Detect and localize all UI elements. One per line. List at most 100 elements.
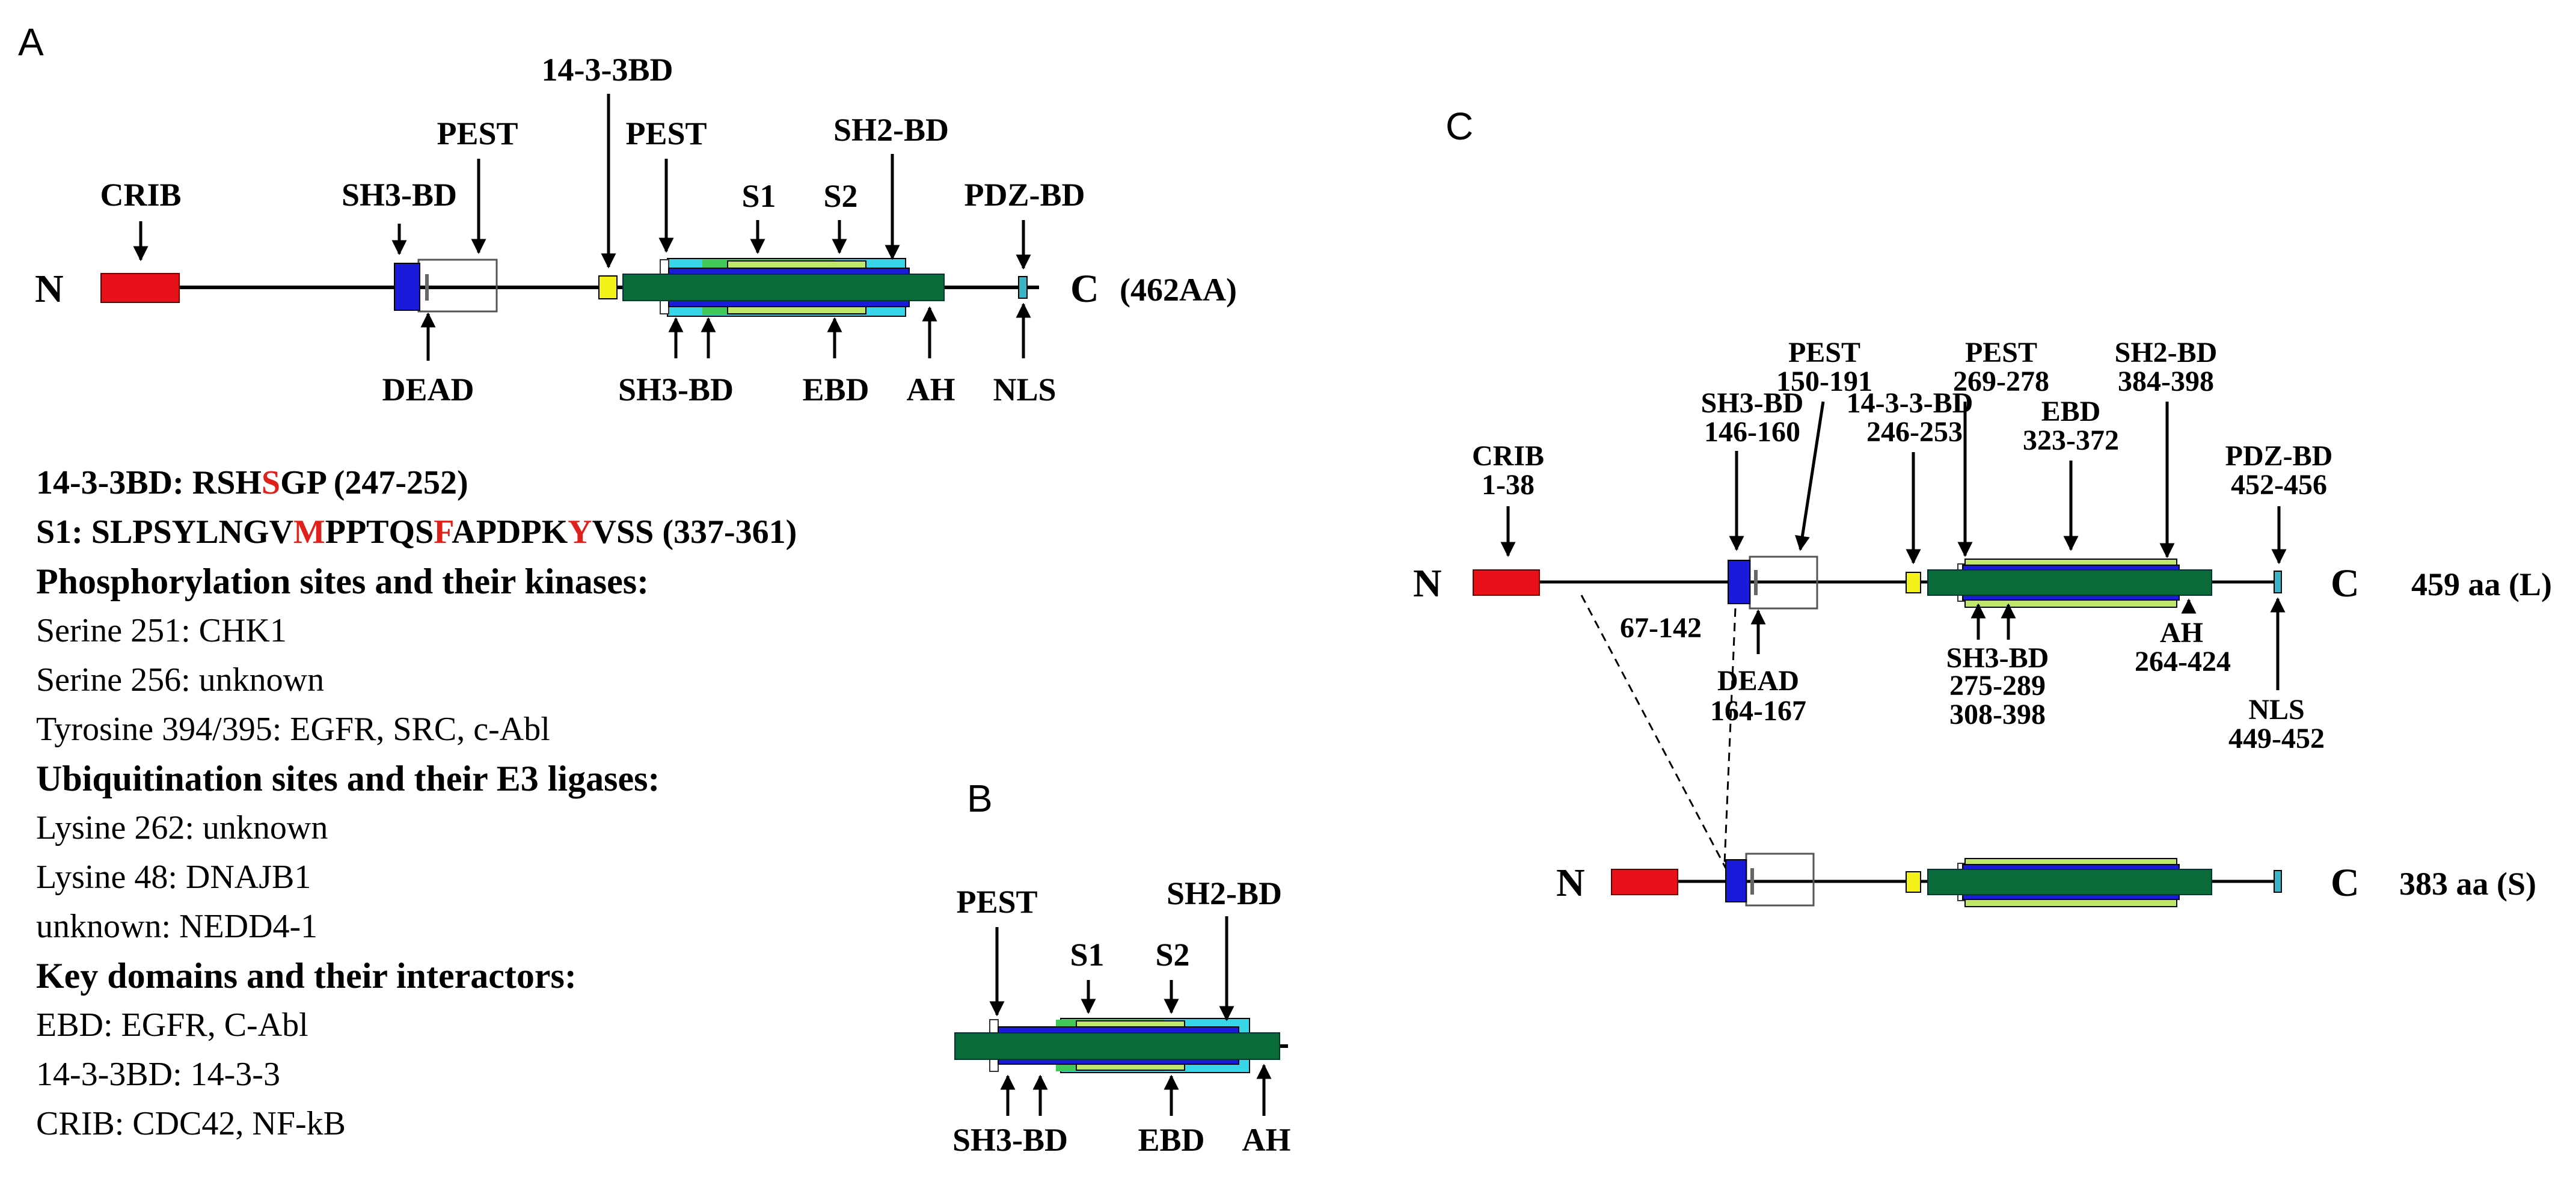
panel-c-label-dead-range: 164-167 [1710,695,1806,727]
panel-a-sh3bd-domain [394,263,420,311]
panel-c-label-sh2bd: SH2-BD [2115,337,2218,369]
panel-a-c-terminus: C [1070,267,1099,311]
panel-b-label-ah: AH [1242,1122,1291,1158]
panel-b: B PEST S1 S2 SH2-BD SH3-BD EBD AH [952,777,1291,1158]
panel-a-14-3-3bd-domain [598,275,618,299]
panel-a-label-ebd: EBD [802,372,869,408]
panel-a: A N C (462AA) CRIB SH3-BD PEST 14-3-3BD … [18,20,1237,408]
phosphorylation-item: Serine 251: CHK1 [36,612,287,649]
sequence-s1-part-2: PPTQS [325,513,434,551]
panel-c-short-crib-domain [1611,869,1678,895]
sequence-s1-part-4: VSS (337-361) [592,513,797,551]
panel-a-label-pest2: PEST [625,115,707,152]
panel-c-deletion-line-1 [1580,595,1727,869]
panel-c-long-c-terminus: C [2331,562,2360,605]
panel-a-label-ah: AH [907,372,955,408]
panel-a-label-dead: DEAD [382,372,474,408]
panel-c-long-n-terminus: N [1413,562,1442,605]
panel-b-label-pest: PEST [956,884,1037,920]
sequence-14-3-3bd-label: 14-3-3BD: [36,464,192,501]
sequence-14-3-3bd-part-2: GP (247-252) [280,464,468,501]
panel-c-label-nls-range: 449-452 [2228,723,2325,755]
key-domains-heading: Key domains and their interactors: [36,956,577,996]
sequence-s1-highlight-3: Y [568,513,592,551]
ubiquitination-item: Lysine 48: DNAJB1 [36,859,311,896]
panel-a-label-sh3bd: SH3-BD [342,177,457,213]
panel-a-main-domain [622,274,945,301]
panel-c-label-pest2-range: 269-278 [1953,366,2049,397]
panel-a-n-terminus: N [35,267,64,311]
phosphorylation-item: Serine 256: unknown [36,661,325,699]
panel-c-short-pest-box [1745,853,1815,907]
key-domain-item: EBD: EGFR, C-Abl [36,1006,308,1044]
panel-c-label-region: 67-142 [1620,612,1702,644]
panel-c-label-crib: CRIB [1472,440,1544,472]
panel-b-label-ebd: EBD [1138,1122,1204,1158]
panel-c-label-sh2bd-range: 384-398 [2118,366,2214,397]
sequence-s1-highlight-1: M [293,513,325,551]
panel-c-label-sh3bd-range: 146-160 [1704,416,1800,448]
panel-c-short-length: 383 aa (S) [2399,866,2536,902]
sequence-s1: S1: SLPSYLNGVMPPTQSFAPDPKYVSS (337-361) [36,507,938,557]
sequence-s1-highlight-2: F [434,513,452,551]
ubiquitination-heading: Ubiquitination sites and their E3 ligase… [36,759,660,798]
panel-a-pdz-nls-domain [1018,276,1028,299]
panel-c-label-nls: NLS [2248,694,2304,726]
panel-b-label-s2: S2 [1155,937,1189,973]
panel-b-label: B [967,777,993,820]
panel-c-label-sh3bd: SH3-BD [1701,387,1804,419]
panel-b-label-sh3bd: SH3-BD [952,1122,1068,1158]
panel-c: C N C 459 aa (L) CRIB 1-38 SH3-BD 146-16… [1413,105,2552,907]
panel-c-short-n-terminus: N [1556,861,1585,905]
panel-c-label-14-3-3bd: 14-3-3-BD [1847,387,1973,419]
key-domain-item: 14-3-3BD: 14-3-3 [36,1056,280,1093]
panel-a-label-crib: CRIB [100,177,181,213]
panel-a-label-s2: S2 [823,178,857,214]
panel-c-short-pdz-nls-domain [2274,870,2282,893]
panel-c-label-ah-range: 264-424 [2135,646,2231,678]
panel-c-label-pdzbd: PDZ-BD [2225,440,2333,472]
sequence-s1-part-3: APDPK [452,513,568,551]
sequence-14-3-3bd-highlight: S [261,464,281,501]
panel-c-short-c-terminus: C [2331,861,2360,905]
panel-a-label-pest1: PEST [437,115,518,152]
panel-c-short-main-domain [1927,869,2212,895]
panel-b-label-sh2bd: SH2-BD [1167,875,1282,911]
panel-a-label-sh3bd-bottom: SH3-BD [618,372,734,408]
panel-c-long-crib-domain [1473,569,1540,596]
panel-c-short-sh3bd-domain [1725,859,1747,902]
panel-c-label-pest2: PEST [1965,337,2037,369]
panel-c-long-14-3-3bd-domain [1906,572,1921,593]
panel-c-long-pdz-nls-domain [2274,571,2282,593]
phosphorylation-item: Tyrosine 394/395: EGFR, SRC, c-Abl [36,711,550,748]
panel-a-label-s1: S1 [741,178,776,214]
panel-a-label: A [18,20,44,64]
panel-b-main-domain [954,1032,1280,1060]
phosphorylation-heading: Phosphorylation sites and their kinases: [36,562,649,601]
panel-a-label-nls: NLS [993,372,1056,408]
panel-c-label-sh3bd-range-2: 308-398 [1949,699,2046,730]
panel-c-long-main-domain [1927,569,2212,596]
panel-c-label-ebd-range: 323-372 [2023,424,2119,456]
sequence-14-3-3bd: 14-3-3BD: RSHSGP (247-252) [36,458,938,507]
panel-c-label-ah: AH [2160,617,2203,649]
panel-c-label-pest1: PEST [1788,337,1860,369]
panel-b-label-s1: S1 [1070,937,1104,973]
sequence-s1-part-1: SLPSYLNGV [91,513,293,551]
panel-a-length: (462AA) [1120,272,1237,308]
panel-c-label: C [1446,105,1473,148]
panel-a-label-pdzbd: PDZ-BD [964,177,1085,213]
panel-c-deletion-line-2 [1723,608,1737,864]
panel-c-label-sh3bd-bottom: SH3-BD [1946,642,2049,674]
panel-c-short-14-3-3bd-domain [1906,871,1921,893]
panel-c-label-dead: DEAD [1717,665,1799,697]
sequence-14-3-3bd-part-1: RSH [192,464,262,501]
ubiquitination-item: unknown: NEDD4-1 [36,908,318,945]
panel-c-label-14-3-3bd-range: 246-253 [1866,416,1963,448]
panel-c-label-sh3bd-range-1: 275-289 [1949,670,2046,702]
panel-c-long-sh3bd-domain [1728,560,1750,604]
domain-annotation-text: 14-3-3BD: RSHSGP (247-252) S1: SLPSYLNGV… [36,458,938,1148]
panel-a-label-14-3-3bd: 14-3-3BD [542,52,673,88]
panel-a-label-sh2bd: SH2-BD [833,112,949,148]
ubiquitination-item: Lysine 262: unknown [36,809,328,847]
